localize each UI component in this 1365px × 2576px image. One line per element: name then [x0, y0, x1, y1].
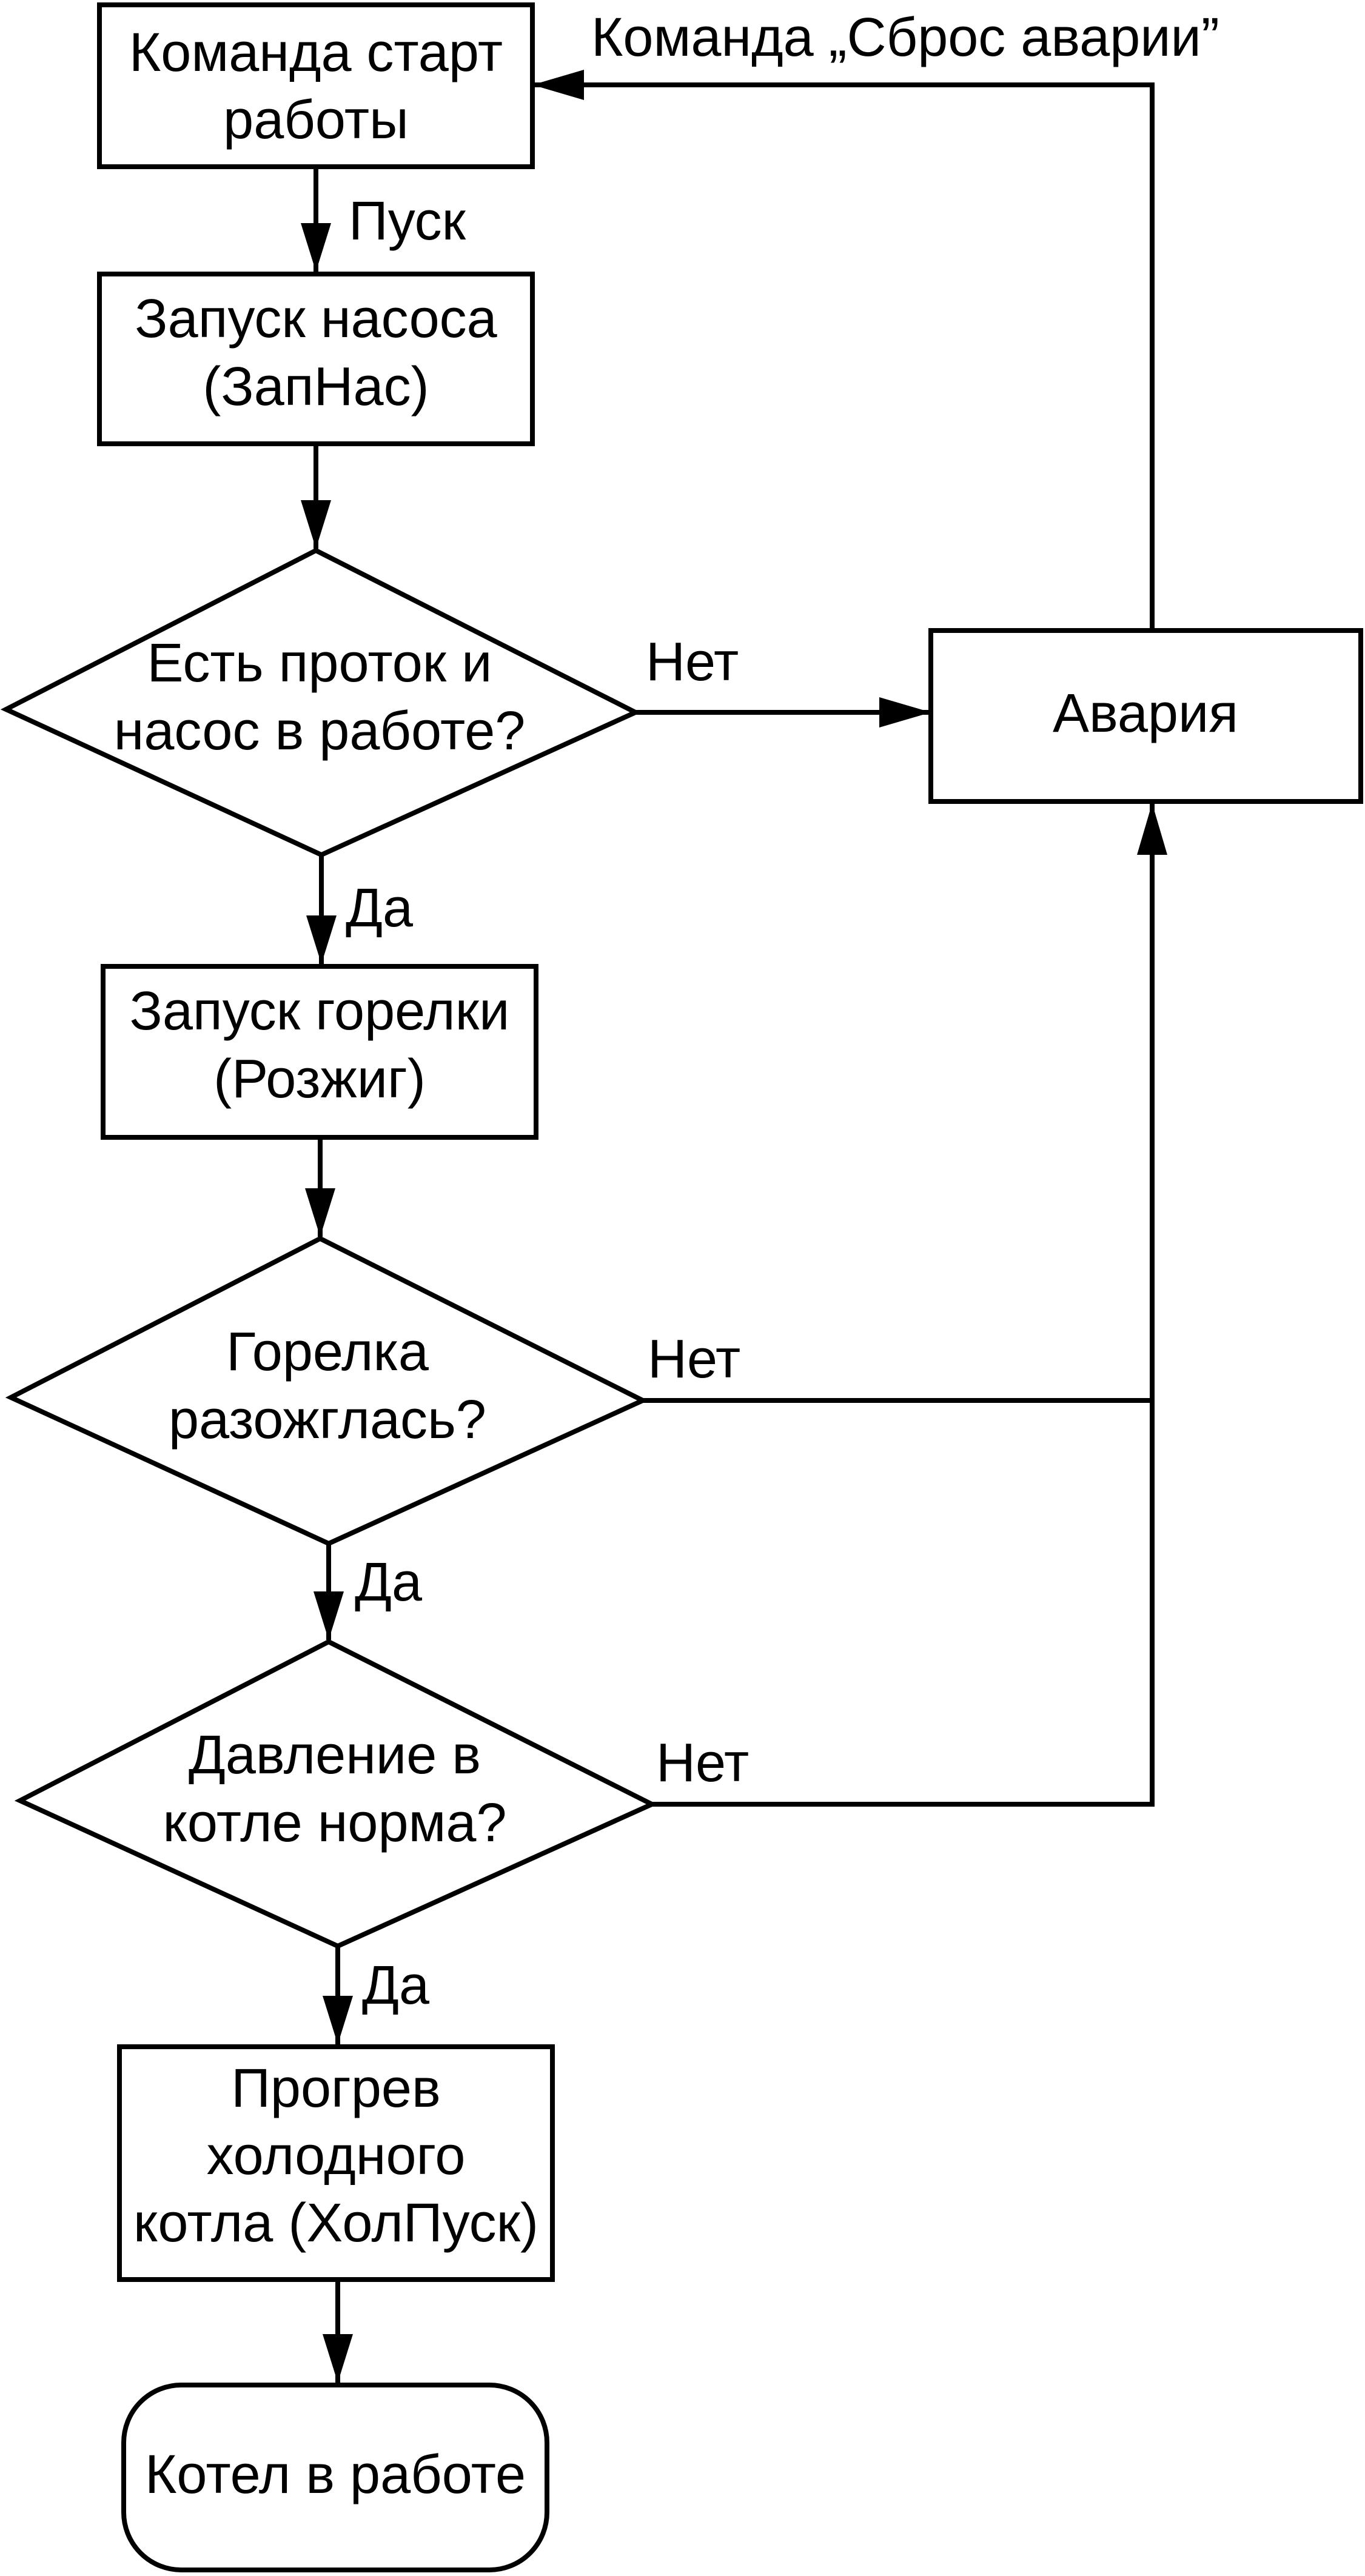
- node-pump: Запуск насоса (ЗапНас): [97, 272, 535, 446]
- label-reset: Команда „Сброс аварии”: [591, 7, 1219, 68]
- edge-pressure-check-to-alarm: [652, 803, 1155, 1807]
- arrowhead-pump-to-flow-check: [301, 500, 331, 549]
- node-flow-check-line-2: насос в работе?: [114, 701, 526, 761]
- arrowhead-pressure-check-to-warmup: [323, 1996, 353, 2044]
- label-pressure-yes: Да: [362, 1955, 430, 2016]
- node-burner: Запуск горелки (Розжиг): [101, 964, 538, 1140]
- node-flow-check-line-1: Есть проток и: [147, 633, 492, 694]
- edge-labels: Пуск Команда „Сброс аварии” Нет Да Нет Д…: [346, 7, 1219, 2016]
- label-pusk: Пуск: [349, 191, 466, 252]
- node-flow-check: Есть проток и насос в работе?: [0, 547, 642, 858]
- node-ignition-check-line-2: разожглась?: [169, 1390, 486, 1450]
- node-warmup-line-1: Прогрев: [231, 2058, 441, 2119]
- label-flow-no: Нет: [646, 632, 739, 692]
- node-running-line-1: Котел в работе: [145, 2444, 526, 2505]
- arrowhead-start-to-pump: [301, 223, 331, 272]
- arrowhead-flow-check-to-burner: [306, 915, 337, 964]
- node-ignition-check: Горелка разожглась?: [5, 1236, 649, 1547]
- node-warmup: Прогрев холодного котла (ХолПуск): [117, 2044, 555, 2282]
- arrowhead-into-alarm-bottom: [1137, 803, 1167, 855]
- node-burner-line-1: Запуск горелки: [130, 981, 510, 1042]
- node-ignition-check-line-1: Горелка: [226, 1322, 429, 1382]
- node-start: Команда старт работы: [97, 2, 535, 169]
- node-pressure-check: Давление в котле норма?: [14, 1639, 658, 1949]
- label-ignition-yes: Да: [355, 1552, 423, 1613]
- arrowhead-ignition-check-to-pressure-check: [314, 1591, 344, 1640]
- node-alarm: Авария: [928, 628, 1363, 804]
- label-pressure-no: Нет: [656, 1733, 749, 1793]
- node-warmup-line-3: котла (ХолПуск): [133, 2193, 538, 2253]
- edge-alarm-to-start: [532, 82, 1155, 631]
- edges: [301, 70, 1167, 2383]
- node-running: Котел в работе: [121, 2383, 549, 2572]
- node-start-line-1: Команда старт: [129, 22, 503, 83]
- node-warmup-line-2: холодного: [207, 2126, 466, 2186]
- node-pump-line-2: (ЗапНас): [203, 356, 429, 417]
- arrowhead-burner-to-ignition-check: [305, 1188, 335, 1237]
- node-burner-line-2: (Розжиг): [213, 1049, 426, 1109]
- node-pressure-check-line-1: Давление в: [189, 1725, 481, 1785]
- node-pump-line-1: Запуск насоса: [135, 289, 497, 349]
- label-flow-yes: Да: [346, 878, 414, 938]
- label-ignition-no: Нет: [648, 1329, 740, 1390]
- arrowhead-alarm-to-start: [532, 70, 584, 100]
- arrowhead-flow-check-to-alarm: [879, 697, 931, 728]
- node-pressure-check-line-2: котле норма?: [163, 1793, 506, 1853]
- node-start-line-2: работы: [223, 90, 409, 150]
- node-alarm-line-1: Авария: [1053, 683, 1238, 744]
- arrowhead-warmup-to-running: [323, 2334, 353, 2383]
